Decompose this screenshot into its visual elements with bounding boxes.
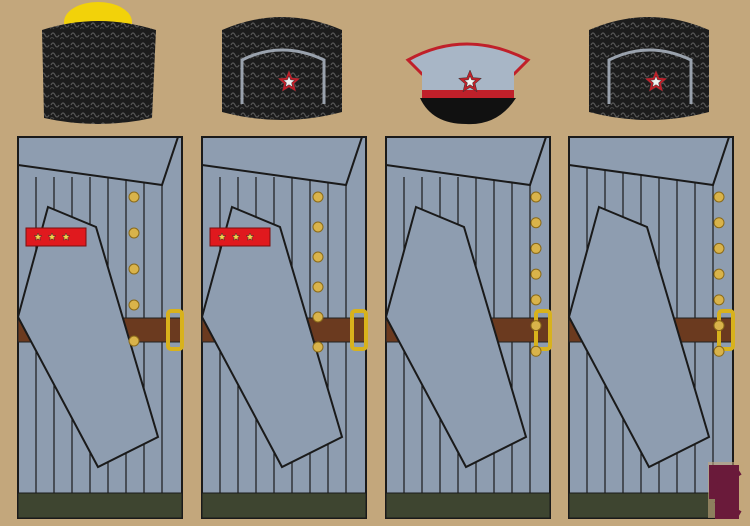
sleeve xyxy=(200,205,344,469)
rank-star-icon xyxy=(231,232,241,241)
button xyxy=(713,217,725,229)
button xyxy=(530,191,542,203)
button xyxy=(530,217,542,229)
logo xyxy=(708,462,744,519)
uniform-panel xyxy=(16,136,184,519)
boots xyxy=(201,492,367,519)
button xyxy=(530,242,542,254)
button xyxy=(128,263,140,275)
button xyxy=(128,299,140,311)
ear-flap-outline xyxy=(607,48,693,104)
rank-star-icon xyxy=(47,232,57,241)
sleeve xyxy=(384,205,528,469)
button xyxy=(312,221,324,233)
button xyxy=(713,191,725,203)
button xyxy=(530,320,542,332)
button xyxy=(312,281,324,293)
hat-papakha xyxy=(42,2,156,124)
uniform-panel xyxy=(200,136,368,519)
hat-peaked-cap xyxy=(405,42,531,125)
rank-star-icon xyxy=(33,232,43,241)
boots xyxy=(385,492,551,519)
shoulder-board xyxy=(209,227,271,247)
button xyxy=(713,242,725,254)
button xyxy=(312,191,324,203)
hat-ushanka xyxy=(222,17,342,120)
button xyxy=(713,345,725,357)
uniform-panel xyxy=(384,136,552,519)
collar xyxy=(385,136,548,187)
button xyxy=(128,191,140,203)
fur-body xyxy=(222,17,342,120)
sleeve xyxy=(16,205,160,469)
ear-flap-outline xyxy=(240,48,326,104)
button xyxy=(713,294,725,306)
boots xyxy=(17,492,183,519)
boots xyxy=(568,492,734,519)
collar xyxy=(17,136,180,187)
shoulder-board xyxy=(25,227,87,247)
belt-buckle xyxy=(166,309,184,351)
star-center-icon xyxy=(649,75,663,88)
cap-top xyxy=(405,42,531,76)
star-center-icon xyxy=(282,75,296,88)
button xyxy=(713,268,725,280)
collar xyxy=(568,136,731,187)
button xyxy=(713,320,725,332)
cap-band xyxy=(422,90,514,98)
button xyxy=(530,345,542,357)
hat-ushanka xyxy=(589,17,709,120)
rank-star-icon xyxy=(217,232,227,241)
button xyxy=(312,311,324,323)
star-center-icon xyxy=(463,75,477,88)
button xyxy=(530,268,542,280)
uniform-panel xyxy=(567,136,735,519)
button xyxy=(128,227,140,239)
hats xyxy=(42,2,709,125)
cap-visor xyxy=(420,98,516,125)
collar xyxy=(201,136,364,187)
rank-star-icon xyxy=(245,232,255,241)
button xyxy=(128,335,140,347)
button xyxy=(312,251,324,263)
sleeve xyxy=(567,205,711,469)
button xyxy=(530,294,542,306)
fur-body xyxy=(589,17,709,120)
fur-body xyxy=(42,21,156,124)
rank-star-icon xyxy=(61,232,71,241)
panels xyxy=(16,136,735,519)
button xyxy=(312,341,324,353)
belt-buckle xyxy=(350,309,368,351)
